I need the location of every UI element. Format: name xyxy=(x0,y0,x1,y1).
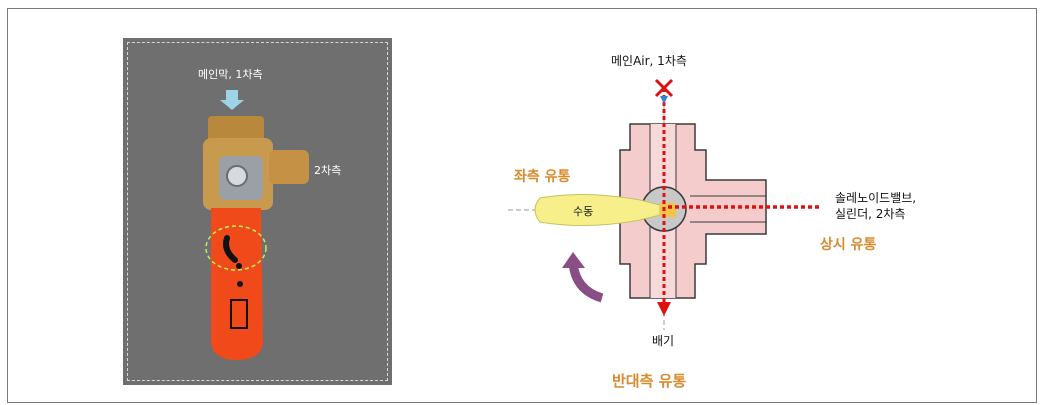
valve-top-cap xyxy=(208,116,264,142)
outlet-label: 2차측 xyxy=(314,164,342,177)
right-label-line1: 솔레노이드밸브, xyxy=(835,191,917,205)
photo-dashed-border xyxy=(127,42,388,381)
inlet-arrow-icon xyxy=(660,96,668,104)
handle-stem xyxy=(660,203,676,217)
rotate-arrow-head xyxy=(562,252,585,268)
highlight-circle xyxy=(205,225,267,271)
inlet-label: 메인막, 1차측 xyxy=(198,68,263,81)
manual-label: 수동 xyxy=(573,205,594,218)
valve-photo: 메인막, 1차측 2차측 xyxy=(123,38,392,385)
figure-frame xyxy=(7,8,1037,403)
handle-dot xyxy=(237,281,243,287)
top-inlet-label: 메인Air, 1차측 xyxy=(611,54,687,68)
blocked-x-icon xyxy=(654,78,674,98)
valve-illustration xyxy=(203,90,309,360)
handle-logo xyxy=(230,299,248,329)
inlet-arrow-icon xyxy=(220,90,244,110)
left-flow-label: 좌측 유통 xyxy=(514,169,571,185)
exhaust-label: 배기 xyxy=(652,334,675,348)
opposite-flow-label: 반대측 유통 xyxy=(612,372,687,390)
normal-flow-label: 상시 유통 xyxy=(820,237,877,253)
manual-handle xyxy=(534,193,661,227)
exhaust-arrow-icon xyxy=(657,302,671,316)
valve-outlet-port xyxy=(269,150,309,184)
right-label-line2: 실린더, 2차측 xyxy=(835,207,906,221)
handle-dot xyxy=(236,263,242,269)
valve-nut-center xyxy=(226,165,248,187)
handle-mark-icon xyxy=(223,235,238,263)
